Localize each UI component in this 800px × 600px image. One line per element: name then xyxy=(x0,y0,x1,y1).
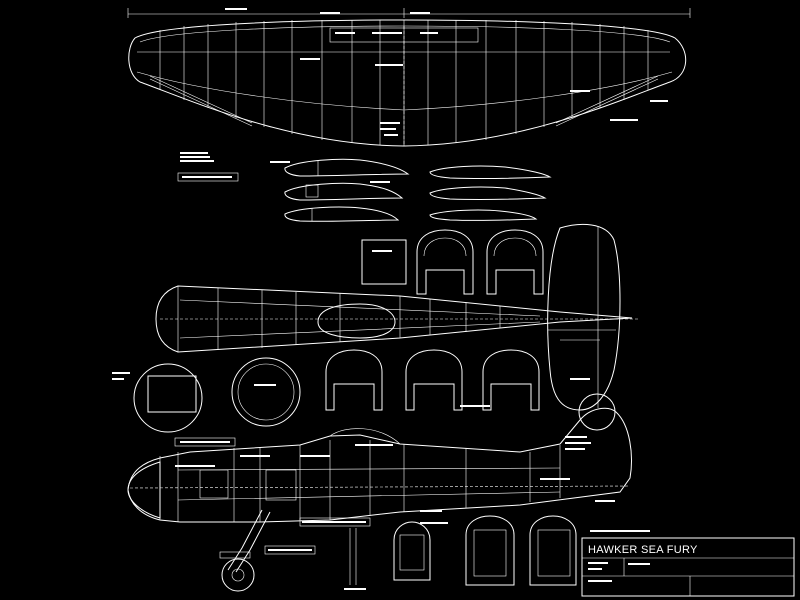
landing-gear xyxy=(219,509,366,592)
construction-notes xyxy=(177,152,239,182)
fuselage-side-view xyxy=(127,407,632,555)
wing-planform xyxy=(127,8,691,147)
fuselage-formers-lower xyxy=(393,515,577,586)
title-block: HAWKER SEA FURY xyxy=(581,530,795,597)
drawing-title: HAWKER SEA FURY xyxy=(588,544,698,556)
fuselage-formers-middle xyxy=(112,349,540,433)
wing-rib-templates xyxy=(270,158,552,222)
vertical-fin-and-rudder xyxy=(547,223,621,450)
fuselage-formers-upper xyxy=(361,229,544,295)
fuselage-top-view xyxy=(155,285,640,353)
